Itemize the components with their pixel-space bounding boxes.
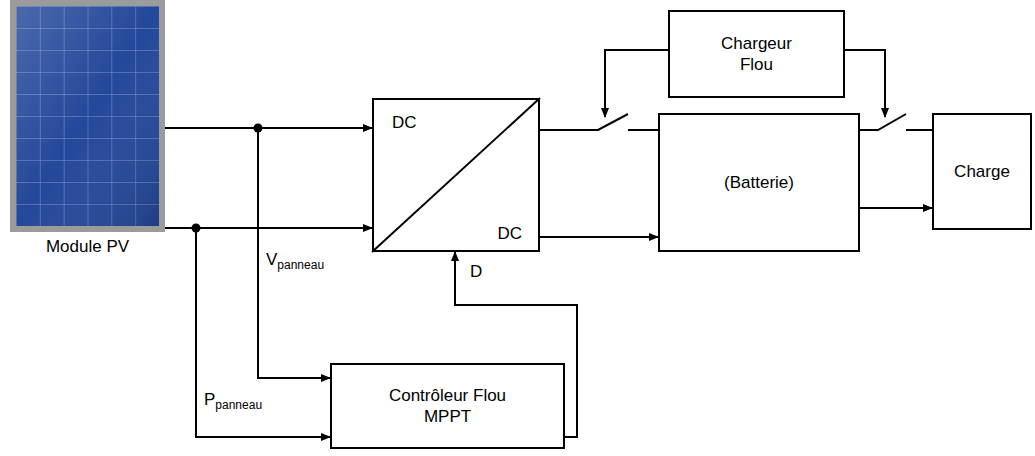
node-text: Charge — [954, 161, 1010, 182]
node-text: (Batterie) — [724, 172, 794, 193]
wire-connector — [540, 114, 658, 130]
switch-command-arrow — [845, 50, 885, 117]
charger-box: Chargeur Flou — [668, 10, 845, 98]
signal-name: Vpanneau — [264, 250, 326, 273]
node-text: DC — [392, 112, 417, 133]
node-text: Module PV — [10, 236, 165, 257]
pv-panel-picture — [10, 0, 165, 232]
pv-module: Module PV — [10, 0, 165, 262]
signal-name: D — [468, 262, 484, 282]
wire-connector — [540, 236, 658, 238]
battery-box: (Batterie) — [658, 113, 860, 252]
dc-dc-converter: DC DC — [372, 98, 540, 252]
mppt-controller-box: Contrôleur Flou MPPT — [330, 363, 565, 449]
wire-connector — [860, 114, 932, 130]
node-text: Contrôleur Flou MPPT — [373, 385, 523, 428]
load-box: Charge — [932, 113, 1032, 230]
wire-connector — [165, 228, 330, 437]
switch-command-arrow — [605, 50, 668, 117]
signal-name: Ppanneau — [202, 390, 264, 413]
wire-connector — [860, 207, 932, 209]
converter-diagonal — [372, 98, 540, 252]
node-text: Chargeur Flou — [709, 33, 804, 76]
wire-connector — [165, 128, 330, 378]
node-text: DC — [497, 223, 522, 244]
